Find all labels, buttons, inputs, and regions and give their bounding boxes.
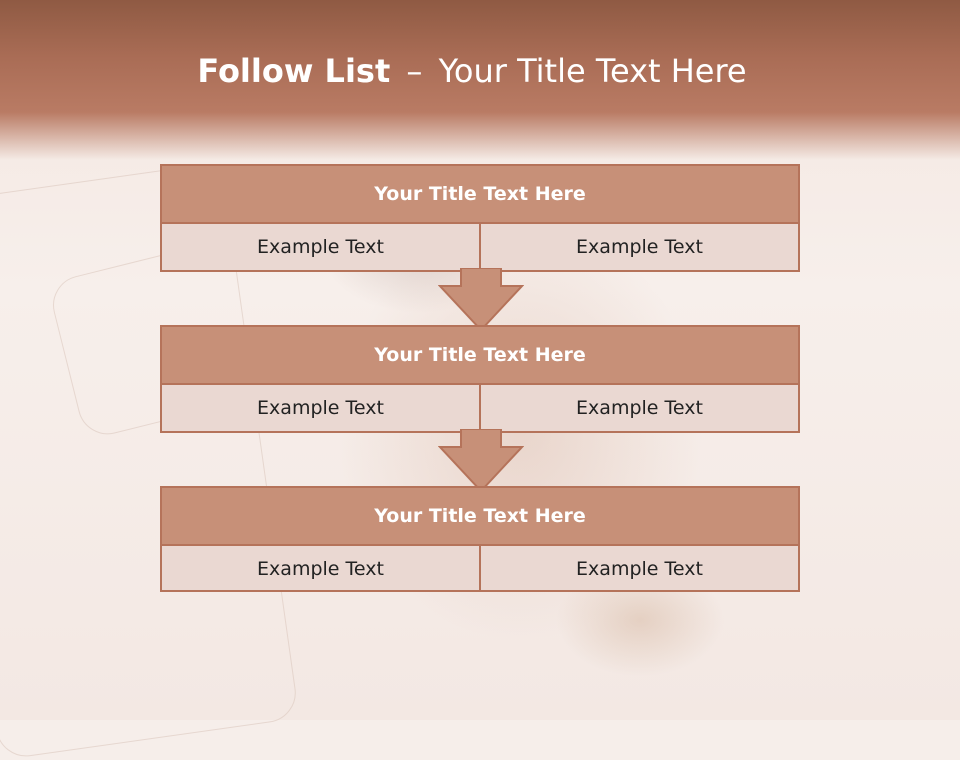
block-cell-left: Example Text xyxy=(257,397,384,419)
down-arrow-icon xyxy=(438,268,524,332)
list-block-2: Your Title Text Here Example Text Exampl… xyxy=(160,325,800,433)
block-title: Your Title Text Here xyxy=(162,166,798,224)
block-cell-left: Example Text xyxy=(257,558,384,580)
title-sub: Your Title Text Here xyxy=(438,52,747,90)
block-row: Example Text Example Text xyxy=(162,385,798,431)
down-arrow-icon xyxy=(438,429,524,493)
slide-title: Follow List – Your Title Text Here xyxy=(0,52,944,90)
block-title: Your Title Text Here xyxy=(162,488,798,546)
header-band xyxy=(0,0,960,160)
block-cell-right: Example Text xyxy=(479,385,798,431)
title-main: Follow List xyxy=(197,52,391,90)
title-separator: – xyxy=(406,52,423,90)
block-cell-left: Example Text xyxy=(257,236,384,258)
list-block-1: Your Title Text Here Example Text Exampl… xyxy=(160,164,800,272)
block-cell-right: Example Text xyxy=(479,224,798,270)
block-row: Example Text Example Text xyxy=(162,546,798,592)
block-title: Your Title Text Here xyxy=(162,327,798,385)
list-block-3: Your Title Text Here Example Text Exampl… xyxy=(160,486,800,592)
block-row: Example Text Example Text xyxy=(162,224,798,270)
block-cell-right: Example Text xyxy=(479,546,798,592)
